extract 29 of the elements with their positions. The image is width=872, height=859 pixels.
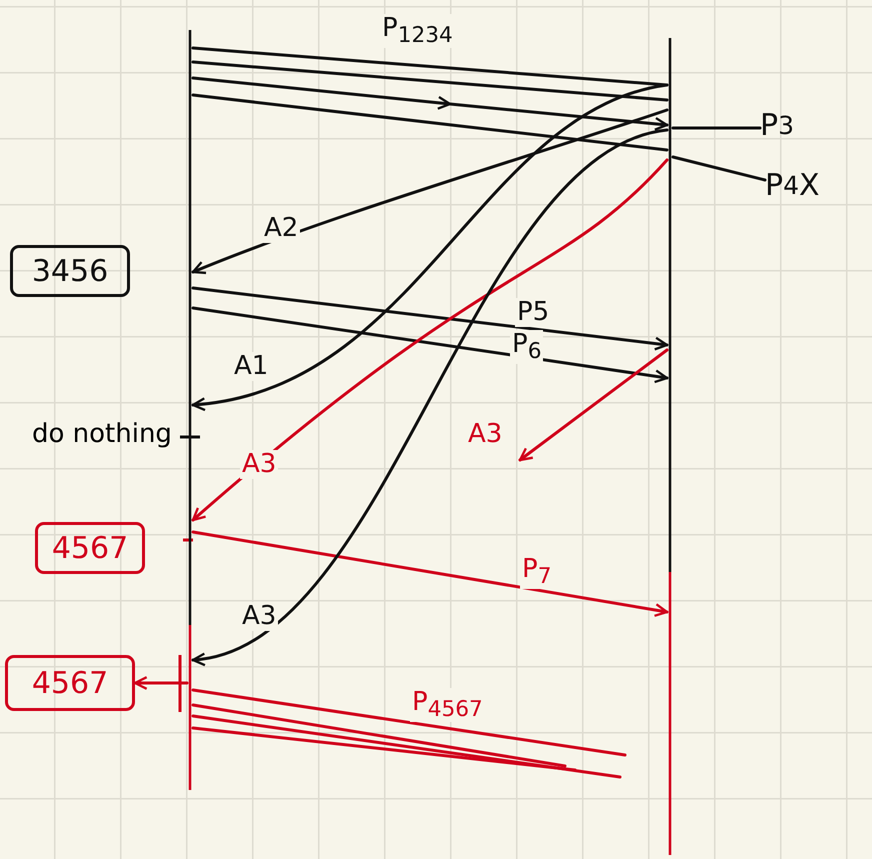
arrow [192, 128, 668, 664]
edge-label: A3 [240, 602, 278, 631]
arrow [192, 108, 668, 274]
arrow [134, 676, 188, 690]
arrow [192, 158, 668, 522]
lifeline [667, 38, 673, 855]
edge-label: P$_{6}$ [510, 330, 544, 364]
arrow [192, 76, 668, 130]
line [192, 688, 626, 756]
arrow [518, 348, 668, 462]
arrow [192, 530, 668, 617]
line [192, 60, 668, 102]
number-box: 4567 [35, 522, 145, 574]
line [192, 726, 576, 772]
line [192, 704, 566, 768]
arrow [192, 306, 668, 384]
edge-label: A3 [240, 450, 278, 479]
leader-line [672, 156, 766, 182]
arrow [192, 286, 668, 351]
line [192, 46, 668, 86]
leader-line [672, 126, 762, 130]
arrow [192, 84, 668, 410]
note-text: do nothing [31, 420, 173, 449]
line [192, 714, 622, 778]
line [192, 94, 668, 152]
number-box: 3456 [10, 245, 130, 297]
number-box: 4567 [5, 655, 135, 711]
lifeline [187, 30, 193, 790]
edge-label: A2 [262, 214, 300, 243]
